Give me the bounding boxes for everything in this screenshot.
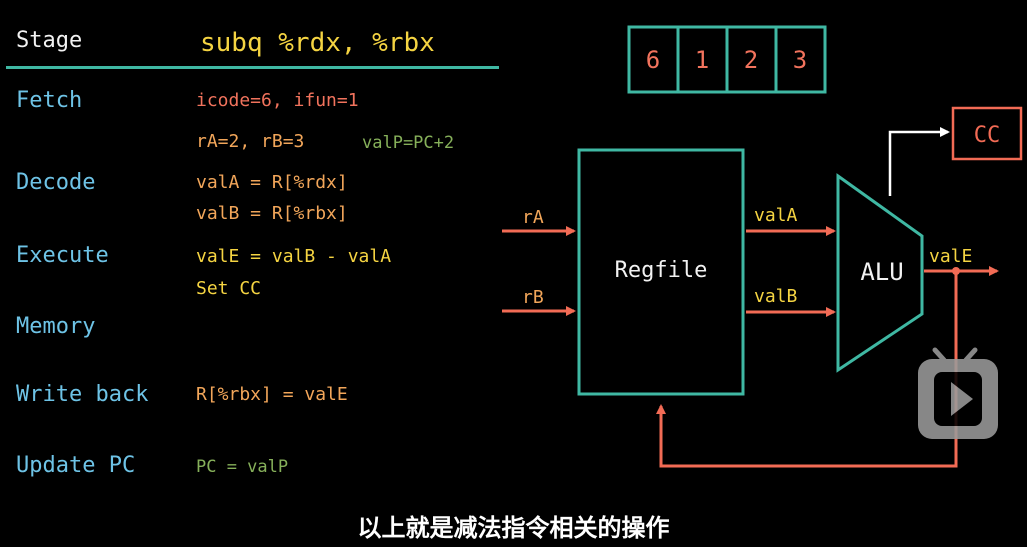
instruction-bytes: 6 1 2 3 bbox=[627, 25, 827, 94]
vale-label: valE bbox=[929, 246, 972, 267]
ra-label: rA bbox=[522, 207, 544, 228]
valb-label: valB bbox=[754, 286, 797, 307]
decode-vala: valA = R[%rdx] bbox=[196, 172, 348, 193]
badge-ear-right bbox=[963, 347, 978, 363]
alu-shape bbox=[836, 173, 924, 373]
regfile-label: Regfile bbox=[615, 258, 708, 283]
cc-box bbox=[951, 106, 1023, 161]
writeback-op: R[%rbx] = valE bbox=[196, 384, 348, 405]
stage-writeback: Write back bbox=[16, 382, 149, 407]
cc-arrow bbox=[888, 127, 950, 196]
updatepc-op: PC = valP bbox=[196, 457, 289, 477]
fetch-icode: icode=6, ifun=1 bbox=[196, 90, 359, 111]
byte-3: 3 bbox=[793, 46, 807, 74]
byte-2: 2 bbox=[744, 46, 758, 74]
vala-label: valA bbox=[754, 205, 798, 226]
cc-label: CC bbox=[974, 123, 1001, 148]
byte-0: 6 bbox=[646, 46, 660, 74]
decode-valb: valB = R[%rbx] bbox=[196, 203, 348, 224]
byte-1: 1 bbox=[695, 46, 709, 74]
execute-vale: valE = valB - valA bbox=[196, 246, 392, 267]
writeback-path bbox=[656, 271, 958, 468]
execute-setcc: Set CC bbox=[196, 278, 262, 299]
badge-ear-left bbox=[932, 347, 947, 363]
stage-execute: Execute bbox=[16, 243, 109, 268]
fetch-registers: rA=2, rB=3 bbox=[196, 131, 305, 152]
fetch-valp: valP=PC+2 bbox=[362, 133, 455, 153]
video-play-badge[interactable] bbox=[918, 347, 998, 439]
stage-fetch: Fetch bbox=[16, 88, 83, 113]
regfile-box bbox=[577, 148, 745, 396]
instruction-title: subq %rdx, %rbx bbox=[200, 28, 435, 58]
stage-memory: Memory bbox=[16, 314, 96, 339]
stage-decode: Decode bbox=[16, 170, 96, 195]
stage-header: Stage bbox=[16, 28, 83, 53]
stage-updatepc: Update PC bbox=[16, 453, 136, 478]
header-divider bbox=[6, 66, 499, 69]
play-icon bbox=[951, 382, 973, 416]
rb-label: rB bbox=[522, 287, 544, 308]
alu-label: ALU bbox=[860, 258, 903, 286]
subtitle-caption: 以上就是减法指令相关的操作 bbox=[357, 514, 670, 542]
